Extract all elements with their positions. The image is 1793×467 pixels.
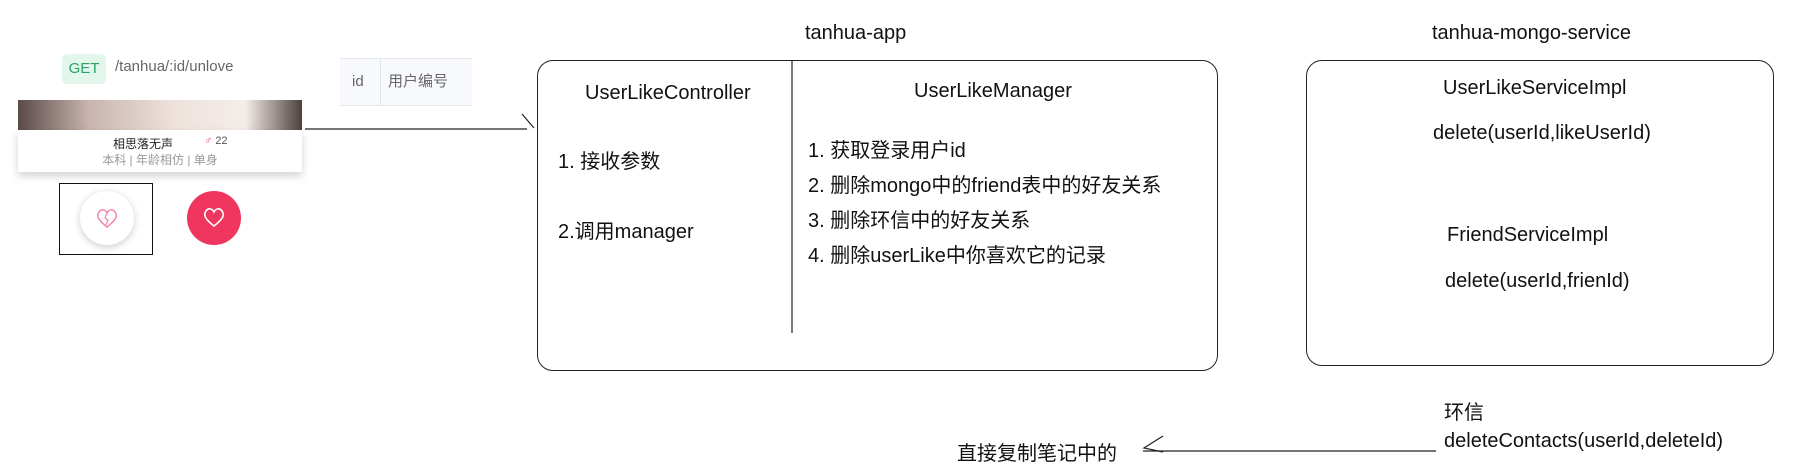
huanxin-title: 环信: [1444, 402, 1484, 424]
manager-step-2: 2. 删除mongo中的friend表中的好友关系: [808, 175, 1162, 197]
note-arrow-head: [1142, 435, 1164, 453]
controller-step-1: 1. 接收参数: [558, 151, 661, 173]
copy-note: 直接复制笔记中的: [957, 443, 1117, 465]
profile-name: 相思落无声: [113, 137, 174, 151]
unlove-button[interactable]: [80, 191, 134, 245]
broken-heart-icon: [96, 209, 118, 228]
param-description: 用户编号: [388, 73, 449, 90]
param-divider: [380, 59, 381, 105]
app-box: [537, 60, 1218, 371]
get-method-badge: GET: [62, 54, 106, 84]
mongo-service-box: [1306, 60, 1774, 366]
like-service-method: delete(userId,likeUserId): [1433, 122, 1651, 144]
like-service-impl: UserLikeServiceImpl: [1443, 77, 1627, 99]
manager-title: UserLikeManager: [914, 80, 1072, 102]
mongo-service-title: tanhua-mongo-service: [1432, 22, 1631, 44]
manager-step-4: 4. 删除userLike中你喜欢它的记录: [808, 245, 1106, 267]
profile-age: ♂ 22: [204, 135, 228, 147]
profile-info: 相思落无声 ♂ 22 本科 | 年龄相仿 | 单身: [18, 130, 302, 172]
love-button[interactable]: [187, 191, 241, 245]
param-name: id: [352, 73, 364, 90]
unlove-highlight: [59, 183, 153, 255]
manager-step-1: 1. 获取登录用户id: [808, 140, 966, 162]
manager-step-3: 3. 删除环信中的好友关系: [808, 210, 1031, 232]
app-title: tanhua-app: [805, 22, 907, 44]
controller-title: UserLikeController: [585, 82, 751, 104]
profile-tags: 本科 | 年龄相仿 | 单身: [102, 153, 218, 167]
huanxin-method: deleteContacts(userId,deleteId): [1444, 430, 1724, 452]
gender-icon: ♂: [204, 135, 213, 147]
request-arrow-head: [521, 113, 535, 129]
api-path: /tanhua/:id/unlove: [115, 58, 234, 75]
friend-service-method: delete(userId,frienId): [1445, 270, 1630, 292]
friend-service-impl: FriendServiceImpl: [1447, 224, 1609, 246]
param-table: id 用户编号: [340, 58, 472, 106]
heart-icon: [203, 208, 225, 228]
controller-step-2: 2.调用manager: [558, 221, 694, 243]
